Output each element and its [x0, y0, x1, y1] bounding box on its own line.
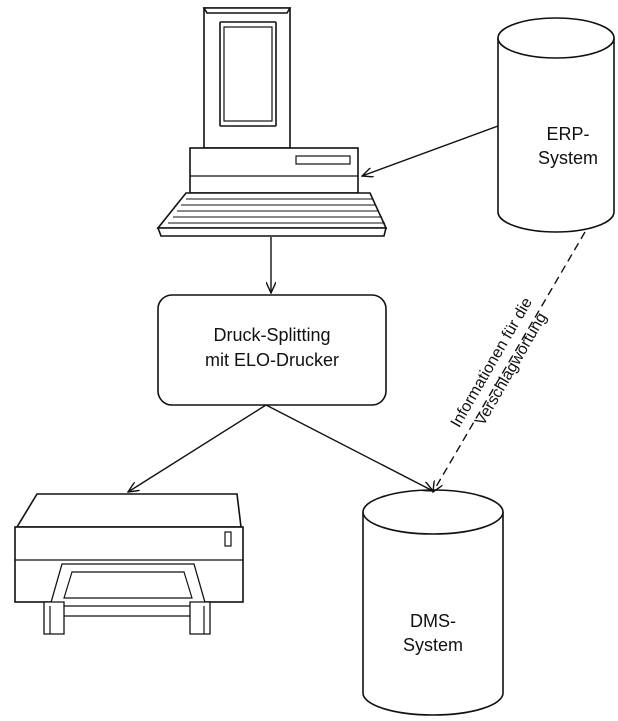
- dms-system-cylinder: [362, 489, 504, 716]
- dms-label-line1: DMS-: [410, 611, 456, 631]
- erp-system-cylinder: [497, 17, 615, 233]
- erp-label-line1: ERP-: [546, 124, 589, 144]
- erp-label-line2: System: [538, 148, 598, 168]
- split-label-line2: mit ELO-Drucker: [205, 350, 339, 370]
- edge-splitting-to-dms: [265, 404, 433, 491]
- dms-label-line2: System: [403, 635, 463, 655]
- edge-erp-to-dms-dashed: [433, 231, 586, 492]
- print-splitting-box: [157, 294, 387, 406]
- edge-splitting-to-printer: [128, 404, 267, 492]
- edge-erp-to-computer: [362, 125, 499, 176]
- split-label-line1: Druck-Splitting: [213, 325, 330, 345]
- info-edge-label: Informationen für die Verschlagwortung: [448, 295, 551, 431]
- printer-icon: [14, 493, 244, 635]
- computer-workstation-icon: [156, 7, 388, 237]
